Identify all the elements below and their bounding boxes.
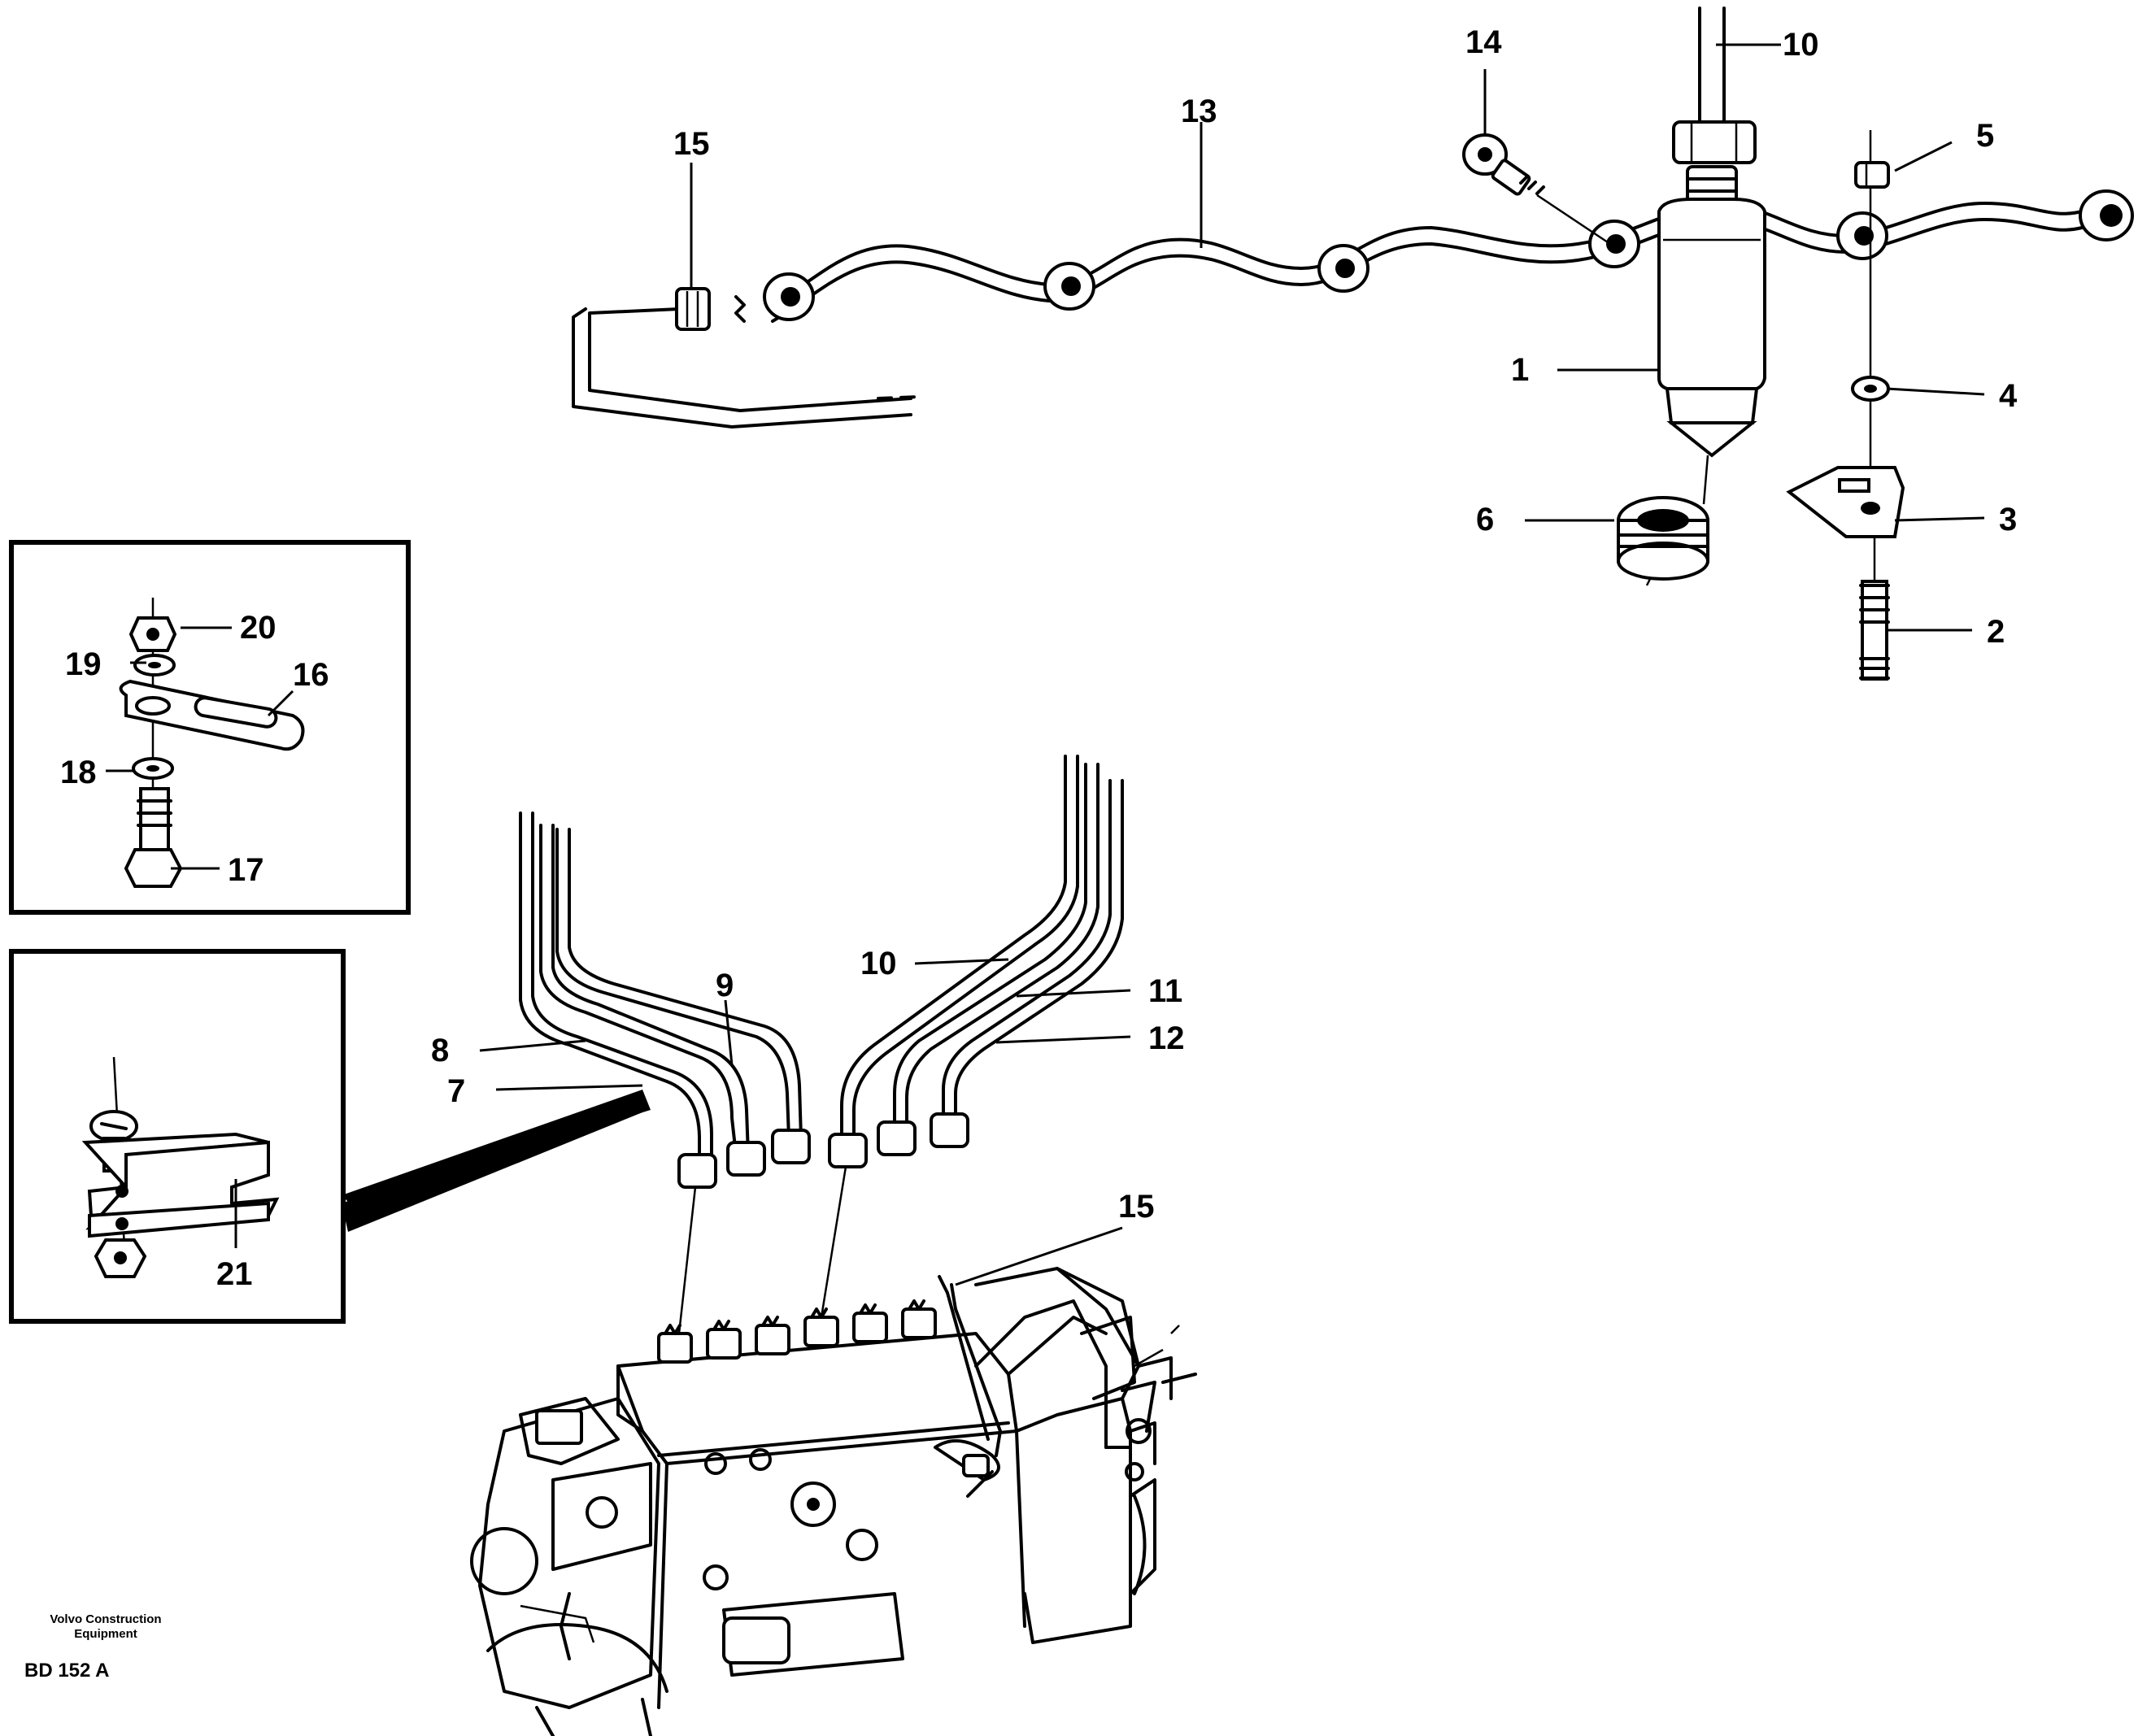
banjo-bolt [1462, 133, 1611, 246]
banjo-fitting-2 [1043, 262, 1095, 311]
clamp-3 [1786, 466, 1905, 538]
bolt-17 [124, 787, 183, 888]
banjo-fitting-1 [763, 272, 815, 321]
banjo-fitting-5 [1836, 211, 1888, 260]
washer-4 [1851, 376, 1890, 402]
pressure-pipes [519, 755, 1124, 1181]
callout-8: 8 [431, 1033, 449, 1068]
callout-10-top: 10 [1783, 27, 1819, 63]
nut-5 [1854, 161, 1890, 189]
callout-15-bottom: 15 [1118, 1189, 1155, 1225]
banjo-fitting-4 [1588, 220, 1640, 268]
callout-21: 21 [216, 1256, 253, 1292]
pipe-nuts [677, 1112, 969, 1334]
callout-6: 6 [1476, 502, 1494, 537]
washer-19 [133, 654, 176, 677]
union-nut-top [675, 287, 746, 331]
callout-1: 1 [1511, 352, 1529, 388]
callout-4: 4 [1999, 378, 2018, 414]
callout-15-top: 15 [673, 126, 710, 162]
callout-9: 9 [716, 968, 734, 1003]
delivery-valve-holders [657, 1299, 937, 1364]
callout-20: 20 [240, 610, 277, 646]
callout-leaders [106, 43, 1985, 1286]
copper-seal-ring [1617, 496, 1709, 586]
callout-17: 17 [228, 852, 264, 888]
drawing-code: BD 152 A [24, 1660, 109, 1682]
banjo-fitting-3 [1317, 244, 1369, 293]
callout-10-mid: 10 [860, 946, 897, 981]
washer-18 [132, 757, 174, 780]
callout-19: 19 [65, 646, 102, 682]
bracket-plate-16 [119, 679, 305, 751]
callout-13: 13 [1181, 94, 1217, 129]
callout-labels: 15 13 14 10 5 1 4 3 6 2 20 19 16 18 17 2… [60, 24, 2018, 1292]
clamp-bracket-21 [81, 1132, 280, 1238]
footer: Volvo Construction Equipment BD 152 A [24, 1612, 162, 1682]
callout-12: 12 [1148, 1020, 1185, 1056]
inset-bracket-kit [9, 540, 411, 915]
injection-pump [470, 1267, 1197, 1736]
inset-pipe-clamp [9, 949, 651, 1324]
callout-5: 5 [1976, 118, 1994, 154]
nut-inset [94, 1238, 147, 1278]
stud-2 [1859, 537, 1890, 681]
company-name-line2: Equipment [74, 1627, 137, 1641]
callout-14: 14 [1465, 24, 1502, 60]
stud-and-clamp-assembly [1786, 130, 1905, 681]
nut-20 [128, 616, 177, 652]
callout-18: 18 [60, 755, 97, 790]
callout-11: 11 [1148, 973, 1182, 1009]
callout-7: 7 [447, 1073, 465, 1109]
injector [1657, 7, 1766, 505]
callout-2: 2 [1987, 614, 2005, 650]
pipe-end-cap [2079, 189, 2134, 241]
callout-3: 3 [1999, 502, 2017, 537]
callout-16: 16 [293, 657, 329, 693]
company-name-line1: Volvo Construction [50, 1612, 161, 1626]
